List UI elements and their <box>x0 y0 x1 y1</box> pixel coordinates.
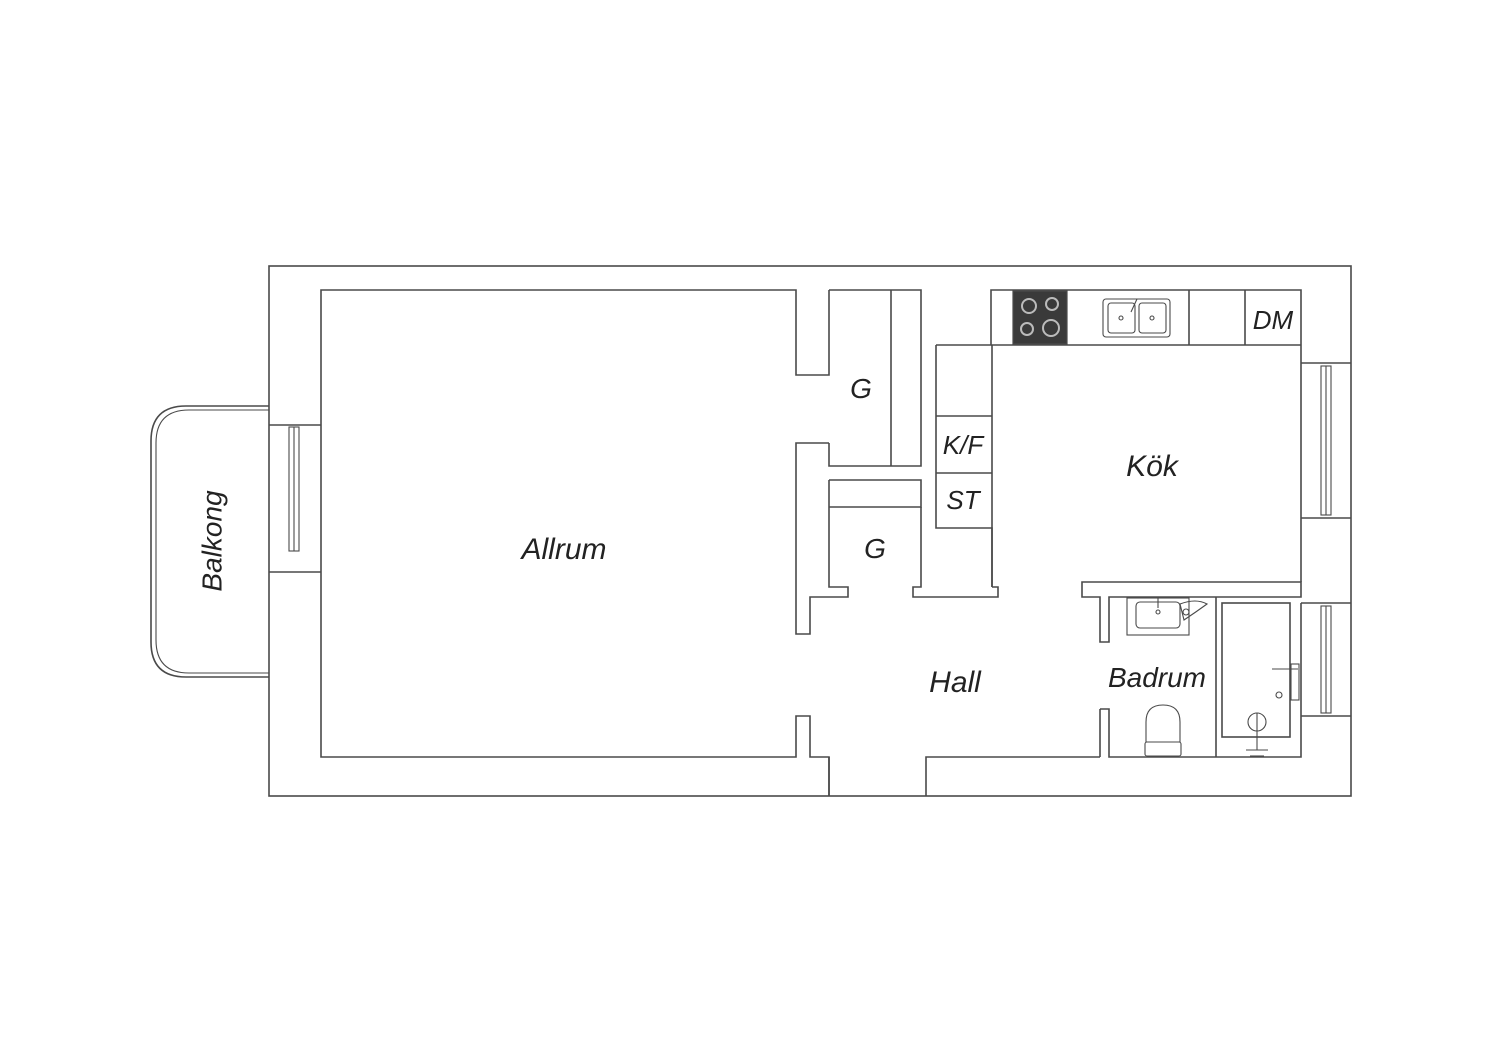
room-label-allrum: Allrum <box>519 533 606 566</box>
room-label-stad: ST <box>946 485 981 515</box>
balcony-outline <box>150 405 269 678</box>
bathroom-sink-icon <box>1126 597 1209 636</box>
shower-head-icon <box>1246 712 1268 757</box>
outer-wall <box>268 265 1352 797</box>
burner-icon <box>1020 322 1034 336</box>
room-label-balkong: Balkong <box>196 490 227 592</box>
kitchen-bath-wall <box>1081 581 1302 643</box>
allrum-right-wall <box>795 442 849 635</box>
room-label-badrum: Badrum <box>1108 662 1206 693</box>
shower-valve-icon <box>1272 663 1300 701</box>
kitchen-sink-icon <box>1102 298 1171 338</box>
closet-2-right <box>912 507 999 598</box>
shower-tray <box>1221 602 1291 738</box>
closet-2-wall <box>829 479 922 508</box>
entry-wall-right <box>925 756 1100 796</box>
burner-icon <box>1021 298 1037 314</box>
allrum-wall-lower <box>320 572 830 796</box>
fridge-column <box>935 345 993 587</box>
bathroom-wall <box>1100 603 1302 758</box>
room-label-kyl-frys: K/F <box>943 430 986 460</box>
room-label-garderob-1: G <box>850 373 872 404</box>
allrum-wall <box>320 289 830 425</box>
room-label-garderob-2: G <box>864 533 886 564</box>
room-label-hall: Hall <box>929 666 982 699</box>
room-label-diskmaskin: DM <box>1253 305 1294 335</box>
closet-1-wall <box>828 289 922 467</box>
kitchen-wall <box>936 289 1302 363</box>
burner-icon <box>1042 319 1060 337</box>
toilet-icon <box>1144 704 1182 757</box>
stove <box>1012 290 1068 345</box>
burner-icon <box>1045 297 1059 311</box>
room-label-kok: Kök <box>1126 450 1180 483</box>
balcony-outline-inner <box>155 409 269 674</box>
